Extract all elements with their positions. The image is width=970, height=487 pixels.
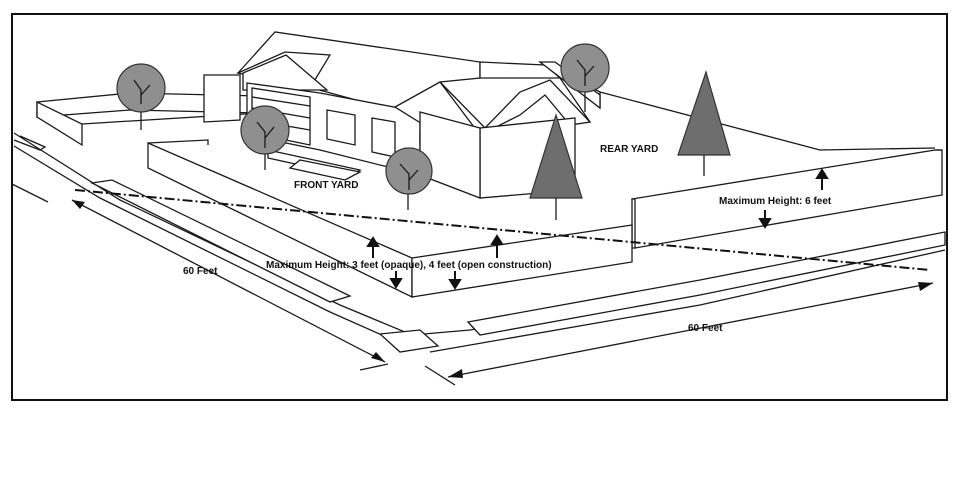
tree-rear-right <box>560 43 610 112</box>
height-arrows <box>366 168 829 290</box>
max-height-rear-label: Maximum Height: 6 feet <box>719 196 832 207</box>
tree-back-left <box>116 63 166 130</box>
dimension-left-label: 60 Feet <box>183 266 218 277</box>
conifer-tree-right <box>677 69 731 176</box>
conifer-tree-center <box>529 112 583 220</box>
dimension-left <box>11 183 389 371</box>
front-yard-label: FRONT YARD <box>294 180 358 191</box>
rear-side-fence <box>631 149 943 249</box>
front-fence <box>147 139 633 299</box>
tree-front-center <box>385 147 433 210</box>
setback-line <box>74 189 931 271</box>
max-height-front-label: Maximum Height: 3 feet (opaque), 4 feet … <box>266 260 552 271</box>
tree-front-left <box>240 105 290 170</box>
dimension-right-label: 60 Feet <box>688 323 723 334</box>
diagram-frame <box>11 13 948 401</box>
street-curbs <box>13 132 946 353</box>
dimension-right <box>424 282 934 386</box>
rear-yard-label: REAR YARD <box>600 144 658 155</box>
